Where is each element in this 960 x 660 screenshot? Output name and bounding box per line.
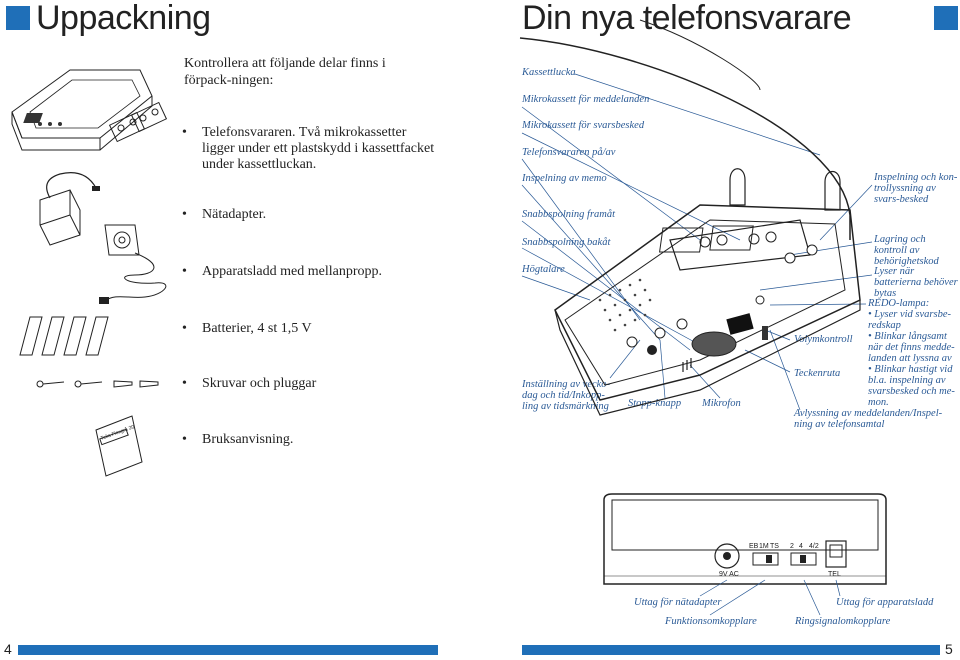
label-power-onoff: Telefonsvararen på/av [522, 147, 616, 158]
label-stop-button: Stopp-knapp [628, 398, 682, 409]
label-rewind: Snabbspolning bakåt [522, 237, 611, 248]
label-record-greeting: Inspelning och kon-trollyssning av svars… [874, 172, 958, 205]
label-redo-title: REDO-lampa: [868, 298, 930, 309]
label-greeting-cassette: Mikrokassett för svarsbesked [522, 120, 645, 131]
tel-jack-label: TEL [828, 571, 841, 578]
footer-bar-left [18, 645, 438, 655]
label-cassette-lid: Kassettlucka [522, 67, 576, 78]
item-adapter: Nätadapter. [182, 207, 442, 223]
item-cord: Apparatsladd med mellanpropp. [182, 264, 442, 280]
label-day-time: Inställning av vecko-dag och tid/Inkopp-… [522, 379, 611, 412]
item-screws: Skruvar och pluggar [182, 376, 442, 392]
power-jack-label: 9V AC [719, 571, 739, 578]
label-volume: Volymkontroll [794, 334, 853, 345]
label-microphone: Mikrofon [702, 398, 741, 409]
right-title-marker [934, 6, 958, 30]
switch1-label-ts: TS [770, 543, 779, 550]
label-display: Teckenruta [794, 368, 841, 379]
switch1-label-1m: 1M [759, 543, 769, 550]
left-title-marker [6, 6, 30, 30]
label-playback: Avlyssning av meddelanden/Inspel-ning av… [794, 408, 943, 430]
page-title-left: Uppackning [36, 0, 211, 37]
item-manual: Bruksanvisning. [182, 432, 442, 448]
page-number-left: 4 [4, 641, 12, 657]
switch2-label-4: 4 [799, 543, 803, 550]
page-title-right: Din nya telefonsvarare [522, 0, 852, 37]
adapter-illustration [39, 172, 100, 246]
manual-illustration [95, 415, 143, 477]
label-function-switch: Funktionsomkopplare [665, 616, 757, 627]
label-battery-low: Lyser när batterierna behöver bytas [874, 266, 958, 299]
item-answering-machine: Telefonsvararen. Två mikrokassetter ligg… [182, 125, 442, 173]
batteries-illustration [19, 316, 109, 356]
label-ring-switch: Ringsignalomkopplare [795, 616, 891, 627]
label-redo-item-2: • Blinkar långsamt när det finns medde-l… [868, 331, 955, 364]
switch1-label-eb: EB [749, 543, 759, 550]
cord-illustration [99, 224, 167, 304]
item-batteries: Batterier, 4 st 1,5 V [182, 321, 442, 337]
label-memo: Inspelning av memo [522, 173, 607, 184]
intro-text: Kontrollera att följande delar finns i f… [184, 56, 386, 88]
label-message-cassette: Mikrokassett för meddelanden [522, 94, 650, 105]
page-number-right: 5 [945, 641, 953, 657]
footer-bar-right [522, 645, 940, 655]
label-redo-item-1: • Lyser vid svarsbe-redskap [868, 309, 951, 331]
switch2-label-42: 4/2 [809, 543, 819, 550]
label-power-outlet: Uttag för nätadapter [634, 597, 722, 608]
label-tel-outlet: Uttag för apparatsladd [836, 597, 934, 608]
switch2-label-2: 2 [790, 543, 794, 550]
label-fast-forward: Snabbspolning framåt [522, 209, 616, 220]
label-speaker: Högtalare [522, 264, 565, 275]
device-illustration-small [11, 69, 168, 151]
label-access-code: Lagring och kontroll av behörighetskod [874, 234, 939, 267]
label-redo-item-3: • Blinkar hastigt vid bl.a. inspelning a… [868, 364, 955, 408]
screws-illustration [36, 380, 159, 388]
